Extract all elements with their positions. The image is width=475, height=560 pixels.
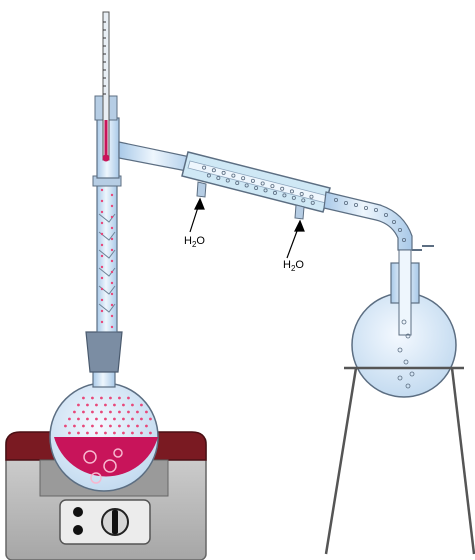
water-out-arrow <box>287 221 304 258</box>
receiving-flask <box>352 250 456 397</box>
droplet <box>127 397 130 400</box>
droplet <box>111 238 113 240</box>
droplet <box>140 404 143 407</box>
droplet <box>109 397 112 400</box>
droplet <box>95 404 98 407</box>
droplet <box>145 411 148 414</box>
droplet <box>131 418 134 421</box>
droplet <box>73 425 76 428</box>
droplet <box>68 432 71 435</box>
droplet <box>113 404 116 407</box>
droplet <box>101 266 103 268</box>
fractionating-column <box>86 176 122 372</box>
droplet <box>131 404 134 407</box>
droplet <box>82 411 85 414</box>
droplet <box>111 293 113 295</box>
droplet <box>104 404 107 407</box>
droplet <box>127 411 130 414</box>
droplet <box>73 411 76 414</box>
droplet <box>122 404 125 407</box>
droplet <box>95 418 98 421</box>
power-light-icon <box>73 507 83 517</box>
heater-control-panel <box>60 500 150 544</box>
droplet <box>77 404 80 407</box>
thermometer <box>103 12 110 162</box>
droplet <box>86 404 89 407</box>
droplet <box>86 432 89 435</box>
droplet <box>100 397 103 400</box>
droplet <box>101 189 103 191</box>
droplet <box>109 425 112 428</box>
droplet <box>149 432 152 435</box>
droplet <box>101 222 103 224</box>
droplet <box>101 299 103 301</box>
droplet <box>145 425 148 428</box>
droplet <box>101 244 103 246</box>
droplet <box>118 425 121 428</box>
droplet <box>91 411 94 414</box>
droplet <box>111 227 113 229</box>
droplet <box>101 200 103 202</box>
droplet <box>95 432 98 435</box>
droplet <box>101 321 103 323</box>
droplet <box>86 418 89 421</box>
droplet <box>104 418 107 421</box>
droplet <box>113 432 116 435</box>
droplet <box>101 288 103 290</box>
droplet <box>77 432 80 435</box>
droplet <box>64 425 67 428</box>
droplet <box>136 411 139 414</box>
droplet <box>111 315 113 317</box>
droplet <box>122 432 125 435</box>
water-inlet-label: H2O <box>184 236 205 249</box>
droplet <box>140 432 143 435</box>
droplet <box>111 194 113 196</box>
droplet <box>111 249 113 251</box>
droplet <box>136 425 139 428</box>
indicator-light-icon <box>73 525 83 535</box>
water-outlet-label: H2O <box>283 260 304 273</box>
droplet <box>111 205 113 207</box>
droplet <box>100 425 103 428</box>
droplet <box>149 418 152 421</box>
water-inlet-nozzle <box>197 182 206 197</box>
droplet <box>82 397 85 400</box>
droplet <box>109 411 112 414</box>
droplet <box>111 271 113 273</box>
droplet <box>77 418 80 421</box>
droplet <box>113 418 116 421</box>
droplet <box>131 432 134 435</box>
droplet <box>122 418 125 421</box>
boiling-flask <box>50 352 158 491</box>
droplet <box>111 282 113 284</box>
receiver-adapter <box>324 192 434 250</box>
droplet <box>104 432 107 435</box>
droplet <box>111 304 113 306</box>
droplet <box>101 310 103 312</box>
column-joint-clamp <box>86 332 122 372</box>
droplet <box>140 418 143 421</box>
droplet <box>118 397 121 400</box>
droplet <box>101 277 103 279</box>
droplet <box>101 211 103 213</box>
water-in-arrow <box>190 199 204 232</box>
droplet <box>101 255 103 257</box>
droplet <box>111 216 113 218</box>
droplet <box>127 425 130 428</box>
droplet <box>82 425 85 428</box>
droplet <box>91 425 94 428</box>
droplet <box>100 411 103 414</box>
droplet <box>111 260 113 262</box>
water-outlet-nozzle <box>295 205 304 219</box>
droplet <box>101 233 103 235</box>
droplet <box>91 397 94 400</box>
droplet <box>111 326 113 328</box>
droplet <box>68 418 71 421</box>
droplet <box>118 411 121 414</box>
